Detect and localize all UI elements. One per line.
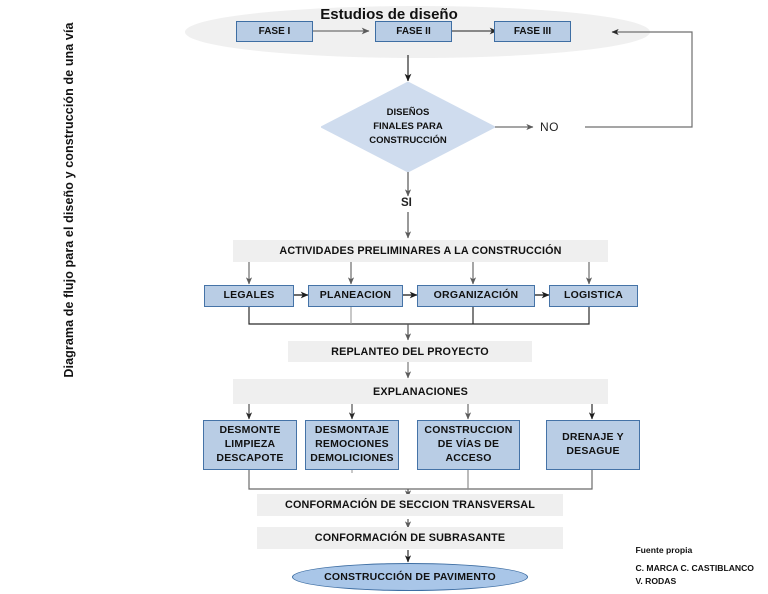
page-title: Estudios de diseño <box>320 6 458 23</box>
explanation-box-desmontaje-line-2: REMOCIONES <box>315 438 389 451</box>
explanation-box-desmonte[interactable]: DESMONTE LIMPIEZA DESCAPOTE <box>203 420 297 470</box>
band-subrasante: CONFORMACIÓN DE SUBRASANTE <box>257 527 563 549</box>
preliminary-box-planeacion-label: PLANEACION <box>319 289 392 302</box>
preliminary-box-organizacion[interactable]: ORGANIZACIÓN <box>417 285 535 307</box>
band-subrasante-label: CONFORMACIÓN DE SUBRASANTE <box>314 532 506 544</box>
preliminary-box-legales-label: LEGALES <box>223 289 275 302</box>
explanation-box-desmontaje-line-3: DEMOLICIONES <box>310 451 394 464</box>
credits-block: Fuente propia C. MARCA C. CASTIBLANCO V.… <box>635 545 754 588</box>
explanation-box-desmonte-line-1: DESMONTE <box>219 424 281 437</box>
band-seccion-transversal: CONFORMACIÓN DE SECCION TRANSVERSAL <box>257 494 563 516</box>
explanation-box-construccion-vias-line-3: ACCESO <box>445 451 492 464</box>
terminal-construccion-pavimento[interactable]: CONSTRUCCIÓN DE PAVIMENTO <box>292 563 528 591</box>
decision-no-label: NO <box>540 120 559 134</box>
explanation-box-construccion-vias[interactable]: CONSTRUCCION DE VÍAS DE ACCESO <box>417 420 520 470</box>
explanation-box-drenaje[interactable]: DRENAJE Y DESAGUE <box>546 420 640 470</box>
band-actividades-preliminares-label: ACTIVIDADES PRELIMINARES A LA CONSTRUCCI… <box>279 245 562 257</box>
band-actividades-preliminares: ACTIVIDADES PRELIMINARES A LA CONSTRUCCI… <box>233 240 608 262</box>
phase-box-2[interactable]: FASE II <box>375 21 452 42</box>
explanation-box-desmonte-line-2: LIMPIEZA <box>224 438 276 451</box>
credits-author-1: C. MARCA C. CASTIBLANCO <box>635 563 754 574</box>
phase-box-3[interactable]: FASE III <box>494 21 571 42</box>
preliminary-box-planeacion[interactable]: PLANEACION <box>308 285 403 307</box>
explanation-box-construccion-vias-line-2: DE VÍAS DE <box>437 438 500 451</box>
explanation-box-drenaje-line-2: DESAGUE <box>566 445 620 457</box>
explanation-box-desmonte-line-3: DESCAPOTE <box>216 451 284 464</box>
terminal-construccion-pavimento-label: CONSTRUCCIÓN DE PAVIMENTO <box>324 571 496 583</box>
band-explanaciones: EXPLANACIONES <box>233 379 608 404</box>
phase-box-3-label: FASE III <box>513 26 552 37</box>
band-replanteo-label: REPLANTEO DEL PROYECTO <box>331 345 489 358</box>
band-explanaciones-label: EXPLANACIONES <box>373 385 468 398</box>
explanation-box-desmontaje[interactable]: DESMONTAJE REMOCIONES DEMOLICIONES <box>305 420 399 470</box>
preliminary-box-logistica[interactable]: LOGISTICA <box>549 285 638 307</box>
phase-box-1-label: FASE I <box>258 26 291 37</box>
explanation-box-drenaje-line-1: DRENAJE Y <box>562 431 624 444</box>
preliminary-box-logistica-label: LOGISTICA <box>564 289 623 302</box>
band-seccion-transversal-label: CONFORMACIÓN DE SECCION TRANSVERSAL <box>285 499 535 511</box>
preliminary-box-legales[interactable]: LEGALES <box>204 285 294 307</box>
decision-yes-label: SI <box>401 197 412 209</box>
credits-source: Fuente propia <box>635 545 693 556</box>
preliminary-box-organizacion-label: ORGANIZACIÓN <box>433 289 519 302</box>
decision-diamond-shape <box>319 81 497 173</box>
phase-box-2-label: FASE II <box>396 26 431 37</box>
phase-box-1[interactable]: FASE I <box>236 21 313 42</box>
explanation-box-desmontaje-line-1: DESMONTAJE <box>314 424 390 437</box>
band-replanteo: REPLANTEO DEL PROYECTO <box>288 341 532 362</box>
credits-author-2: V. RODAS <box>635 576 677 587</box>
decision-diamond[interactable] <box>319 81 497 173</box>
explanation-box-construccion-vias-line-1: CONSTRUCCION <box>424 424 513 437</box>
